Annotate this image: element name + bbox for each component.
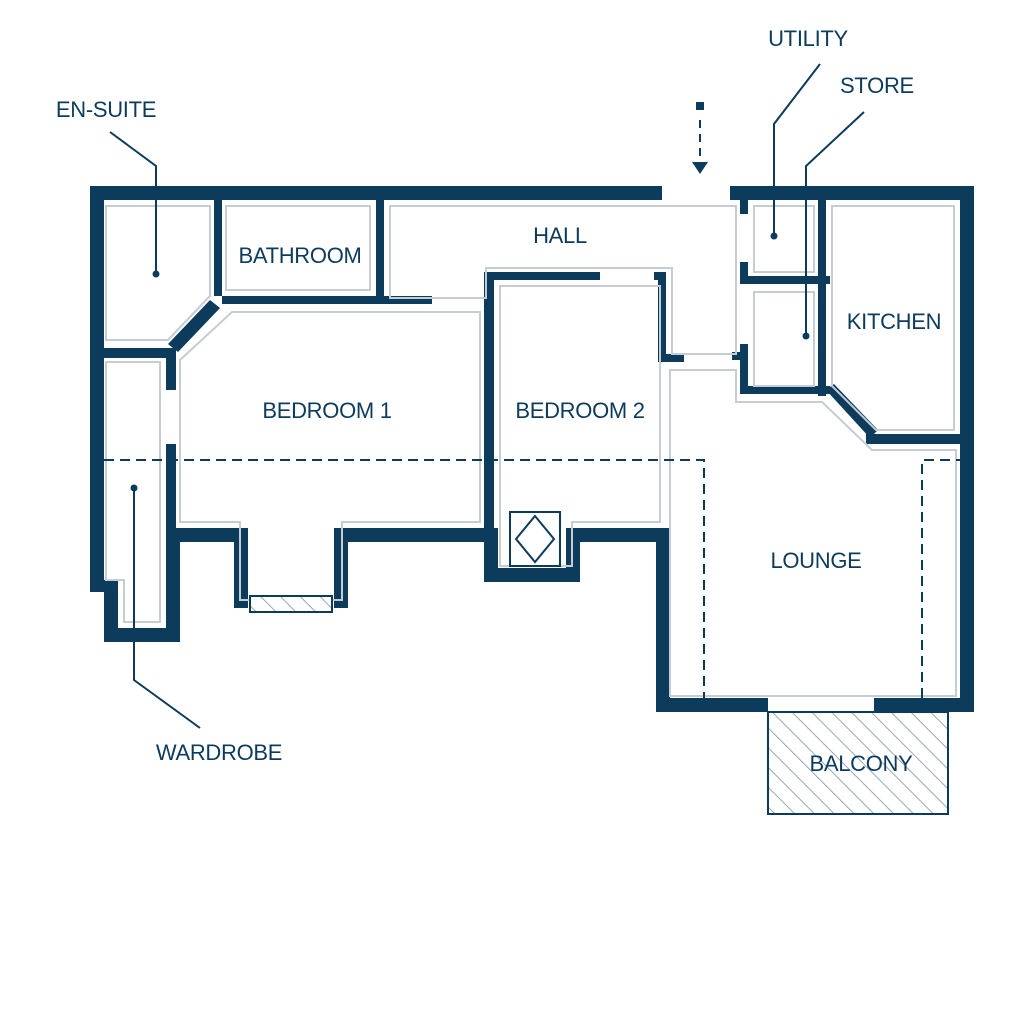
interior-walls [104, 200, 962, 536]
entry-marker [696, 102, 704, 110]
wardrobe-label: WARDROBE [156, 740, 282, 765]
wardrobe-leader [133, 488, 201, 729]
entry-arrow-icon [692, 162, 708, 174]
bedroom1-label: BEDROOM 1 [262, 398, 391, 423]
callout-labels: EN-SUITE UTILITY STORE WARDROBE [56, 26, 914, 765]
ceiling-line-right [921, 459, 962, 698]
store-label: STORE [840, 73, 914, 98]
exterior-walls [90, 186, 974, 712]
en-suite-leader [109, 131, 157, 274]
balcony-hatch [767, 711, 949, 815]
ceiling-line-left [104, 459, 705, 698]
utility-label: UTILITY [768, 26, 848, 51]
callout-leaders [109, 63, 865, 729]
diamond-icon [514, 514, 556, 564]
utility-leader [773, 63, 821, 236]
en-suite-label: EN-SUITE [56, 97, 156, 122]
inner-lines [105, 205, 957, 697]
store-leader [805, 111, 865, 336]
kitchen-label: KITCHEN [847, 309, 941, 334]
balcony-label: BALCONY [809, 751, 913, 776]
fixtures [104, 102, 962, 815]
bay-window-hatch [249, 595, 333, 613]
bathroom-label: BATHROOM [238, 243, 361, 268]
bedroom2-fixture [509, 511, 561, 567]
room-labels: BATHROOM HALL BEDROOM 1 BEDROOM 2 KITCHE… [238, 223, 941, 776]
lounge-label: LOUNGE [770, 548, 861, 573]
hall-label: HALL [533, 223, 587, 248]
bedroom2-label: BEDROOM 2 [515, 398, 644, 423]
